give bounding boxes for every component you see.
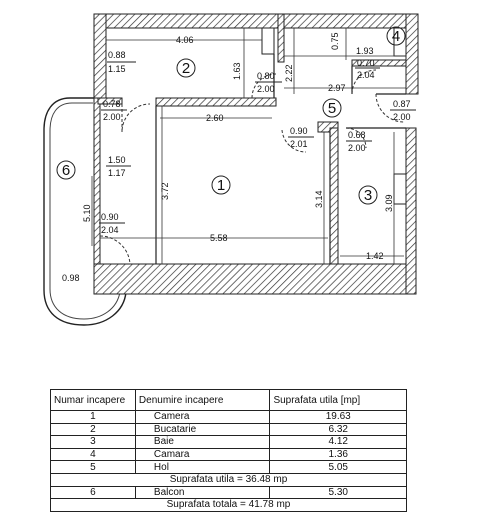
- svg-text:3: 3: [364, 187, 372, 204]
- dim-balcony-door-width: 0.90: [101, 212, 119, 222]
- dim-entry-door-width: 0.87: [393, 99, 411, 109]
- room-number: 6: [50, 485, 136, 500]
- dim-pantry-width: 1.93: [356, 46, 374, 56]
- dim-hall-length: 2.97: [328, 83, 346, 93]
- room-name: Baie: [134, 435, 271, 449]
- wall-top: [93, 13, 417, 29]
- dim-living-door-height: 2.01: [290, 139, 308, 149]
- room-marker-3: 3: [358, 185, 378, 205]
- svg-text:1: 1: [217, 177, 225, 194]
- dim-living-door-width: 0.90: [290, 126, 308, 136]
- table-row: 4 Camara 1.36: [50, 447, 407, 462]
- room-area: 6.32: [269, 422, 407, 437]
- grand-total-row: Suprafata totala = 41.78 mp: [50, 498, 407, 512]
- dim-bath-door-width: 0.68: [348, 130, 366, 140]
- dim-entry-door-height: 2.00: [393, 112, 411, 122]
- floor-plan: 0.88 1.15 4.06 1.63 0.75 1.93 0.70 2.04 …: [43, 13, 419, 326]
- dim-bath-door-height: 2.00: [348, 143, 366, 153]
- dim-window-living-width: 1.50: [108, 155, 126, 165]
- kitchen-wall-stub: [97, 97, 123, 105]
- bath-fixture: [393, 173, 407, 205]
- dim-balcony-width: 0.98: [62, 273, 80, 283]
- door-living: [281, 129, 307, 153]
- dim-hall-depth: 2.22: [284, 64, 294, 82]
- room-marker-1: 1: [211, 175, 231, 195]
- room-schedule-table: Numar incapere Denumire incapere Suprafa…: [50, 389, 407, 512]
- table-row: 3 Baie 4.12: [50, 435, 407, 449]
- dim-kitchen-depth: 1.63: [232, 62, 242, 80]
- room-number: 2: [50, 422, 136, 437]
- dim-kitchen-length: 4.06: [176, 35, 194, 45]
- balcony-outline: [43, 97, 127, 326]
- door-entry: [375, 93, 405, 123]
- wall-right-lower: [405, 127, 417, 295]
- dim-kitchen-door-width: 0.80: [257, 71, 275, 81]
- room-name: Balcon: [134, 485, 271, 500]
- dim-pantry-door-width: 0.70: [357, 58, 375, 68]
- room-area: 5.30: [269, 485, 407, 500]
- table-row: 1 Camera 19.63: [50, 410, 407, 424]
- table-row: 6 Balcon 5.30: [50, 485, 407, 500]
- room-name: Bucatarie: [134, 422, 271, 437]
- room-name: Camera: [134, 410, 271, 424]
- svg-text:4: 4: [392, 28, 400, 45]
- dim-bath-width: 1.42: [366, 251, 384, 261]
- pantry-bottom-wall: [351, 59, 407, 67]
- table-header-row: Numar incapere Denumire incapere Suprafa…: [50, 389, 407, 411]
- col-header-area: Suprafata utila [mp]: [269, 389, 407, 411]
- dim-living-depth-right: 3.14: [314, 190, 324, 208]
- room-marker-5: 5: [322, 98, 342, 118]
- room-number: 4: [50, 447, 136, 462]
- dim-pantry-door-height: 2.04: [357, 70, 375, 80]
- table-row: 2 Bucatarie 6.32: [50, 422, 407, 437]
- room-number: 1: [50, 410, 136, 424]
- dim-living-width-top: 2.60: [206, 113, 224, 123]
- dim-living-depth: 3.72: [160, 182, 170, 200]
- door-kitchen: [121, 103, 151, 133]
- room-name: Hol: [134, 460, 271, 474]
- room-marker-2: 2: [176, 58, 196, 78]
- room-marker-4: 4: [386, 26, 406, 46]
- dim-window-kitchen-height: 1.15: [108, 64, 126, 74]
- grand-total: Suprafata totala = 41.78 mp: [50, 498, 407, 512]
- living-top-wall: [155, 97, 277, 107]
- dim-window-living-height: 1.17: [108, 168, 126, 178]
- usable-area-total-row: Suprafata utila = 36.48 mp: [50, 472, 407, 487]
- hall-pillar: [261, 27, 275, 55]
- inner-wall-bath: [317, 121, 339, 133]
- svg-text:6: 6: [62, 162, 70, 179]
- room-name: Camara: [134, 447, 271, 462]
- usable-area-total: Suprafata utila = 36.48 mp: [50, 472, 407, 487]
- col-header-name: Denumire incapere: [134, 389, 271, 411]
- room-number: 3: [50, 435, 136, 449]
- room-area: 1.36: [269, 447, 407, 462]
- dim-pantry-depth: 0.75: [330, 32, 340, 50]
- dim-balcony-door-height: 2.04: [101, 225, 119, 235]
- dim-kitchen-door2-width: 0.78: [103, 99, 121, 109]
- door-bath: [345, 127, 367, 149]
- inner-wall-bath-v: [329, 127, 339, 265]
- svg-text:5: 5: [328, 100, 336, 117]
- col-header-number: Numar incapere: [50, 389, 136, 411]
- pantry-wall: [277, 13, 285, 63]
- door-balcony: [99, 235, 131, 265]
- balcony-rail: [49, 102, 121, 320]
- table-row: 5 Hol 5.05: [50, 460, 407, 474]
- dim-kitchen-door2-height: 2.00: [103, 112, 121, 122]
- wall-right-upper: [405, 13, 419, 95]
- room-number: 5: [50, 460, 136, 474]
- dim-balcony-length: 5.10: [82, 204, 92, 222]
- room-area: 19.63: [269, 410, 407, 424]
- dim-kitchen-door-height: 2.00: [257, 84, 275, 94]
- wall-left-upper: [93, 13, 107, 99]
- dim-bath-depth: 3.09: [384, 194, 394, 212]
- room-area: 5.05: [269, 460, 407, 474]
- room-area: 4.12: [269, 435, 407, 449]
- svg-text:2: 2: [182, 60, 190, 77]
- dim-window-kitchen-width: 0.88: [108, 50, 126, 60]
- wall-bottom: [93, 263, 415, 295]
- room-marker-6: 6: [56, 160, 76, 180]
- dim-living-width-bottom: 5.58: [210, 233, 228, 243]
